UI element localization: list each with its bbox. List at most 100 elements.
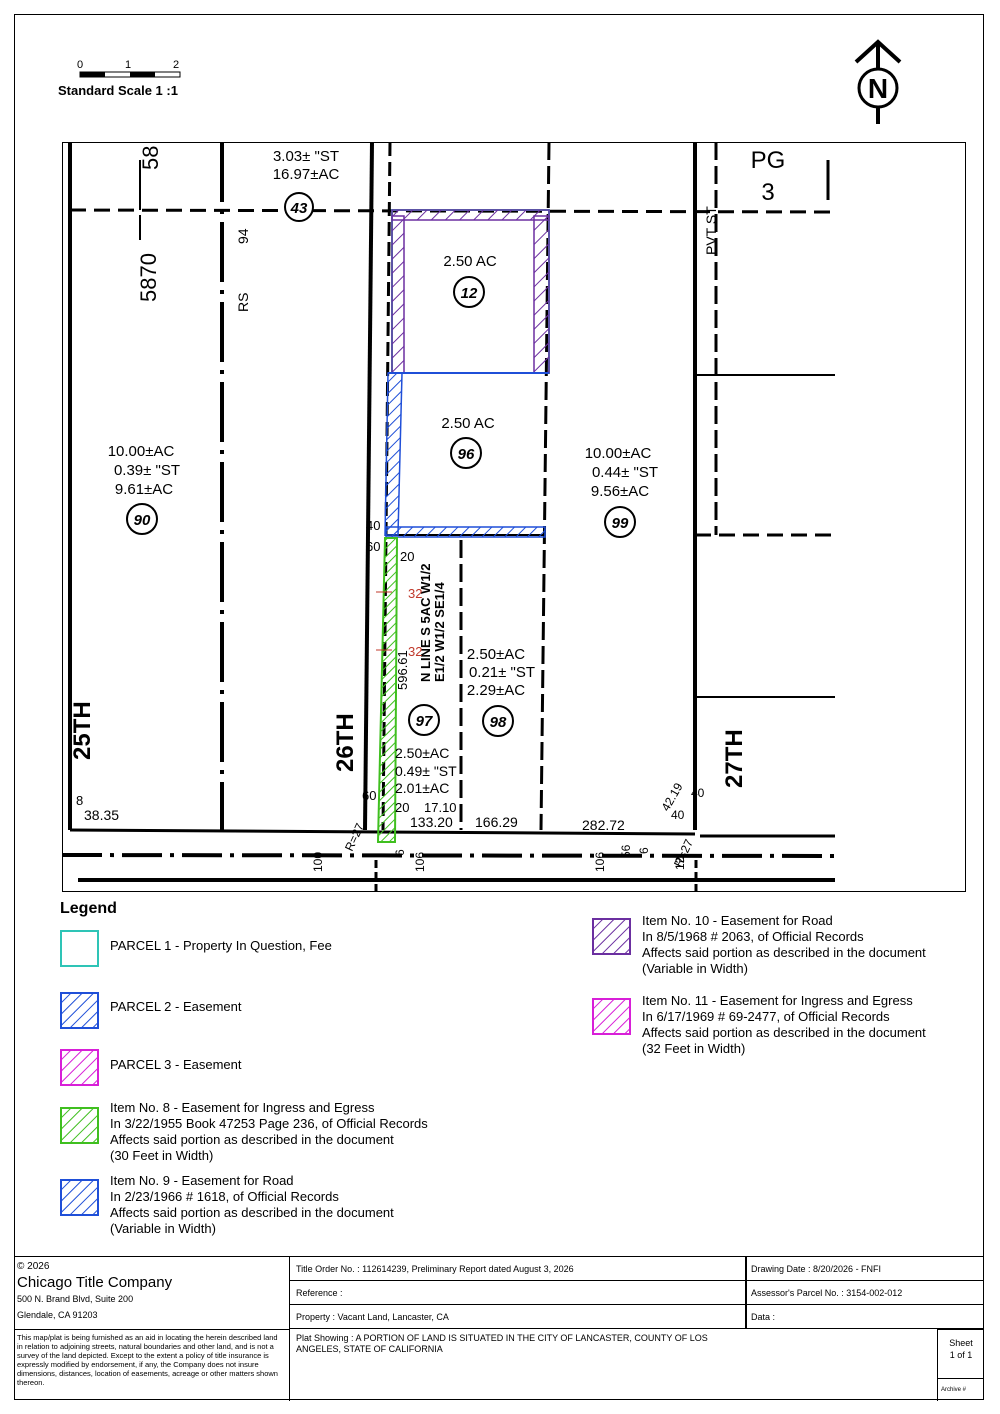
legend-item-11: Item No. 11 - Easement for Ingress and E…: [642, 993, 926, 1056]
map-label: 94: [235, 228, 251, 244]
legend-item-10: Item No. 10 - Easement for Road In 8/5/1…: [642, 913, 926, 976]
map-label: 2.50 AC: [443, 253, 497, 270]
map-label: 9.61±AC: [115, 481, 173, 498]
map-label: 40: [691, 786, 705, 800]
company-address: Glendale, CA 91203: [17, 1310, 98, 1320]
scale-label: Standard Scale 1 :1: [58, 83, 178, 98]
company-name: Chicago Title Company: [17, 1274, 173, 1291]
company-address: 500 N. Brand Blvd, Suite 200: [17, 1294, 134, 1304]
map-label: 0.44± "ST: [592, 464, 658, 481]
map-label: 38.35: [84, 807, 119, 823]
legend-swatch-item-9: [60, 1179, 99, 1216]
sheet-number: 1 of 1: [949, 1350, 973, 1360]
easement-item-10: [391, 215, 405, 374]
map-label: 20: [400, 549, 414, 564]
north-arrow-icon: N: [854, 39, 902, 124]
disclaimer: This map/plat is being furnished as an a…: [17, 1333, 278, 1387]
map-label: RS: [235, 293, 251, 312]
map-label: 60: [362, 788, 376, 803]
map-label: N LINE S 5AC W1/2: [418, 564, 433, 682]
easement-item-9: [384, 372, 403, 536]
easement-item-9-south: [385, 526, 546, 538]
drawing-date: Drawing Date : 8/20/2026 - FNFI: [751, 1264, 882, 1274]
assessor-parcel-number: Assessor's Parcel No. : 3154-002-012: [751, 1288, 903, 1298]
scale-tick: 0: [77, 59, 83, 71]
street-label: 27TH: [721, 729, 748, 788]
map-label: 100: [311, 852, 325, 872]
disclaimer-box: This map/plat is being furnished as an a…: [14, 1329, 290, 1401]
data-cell: Data :: [746, 1305, 984, 1329]
map-label: 2.50±AC: [395, 745, 449, 761]
map-label: 6: [637, 847, 651, 854]
parcel-number: 12: [461, 285, 478, 302]
map-frame: [62, 142, 966, 892]
map-label: 0.49± "ST: [395, 763, 457, 779]
street-label: 26TH: [332, 713, 359, 772]
scale-tick: 2: [173, 59, 179, 71]
lot-lines: [62, 142, 836, 892]
map-label: 3.03± "ST: [273, 148, 339, 165]
reference: Reference :: [296, 1288, 343, 1298]
legend-swatch-item-10: [592, 918, 631, 955]
map-label: 133.20: [410, 814, 453, 830]
map-labels: PG 3 25TH 26TH 27TH PVT ST 5870 58 RS 94…: [69, 146, 785, 872]
map-label: 10.00±AC: [585, 445, 652, 462]
legend-item-parcel-1: PARCEL 1 - Property In Question, Fee: [110, 938, 332, 953]
street-label: PVT ST: [703, 206, 719, 255]
easement-item-10-top: [391, 209, 550, 221]
legend-item-9: Item No. 9 - Easement for Road In 2/23/1…: [110, 1173, 394, 1236]
legend-swatch-parcel-1: [60, 930, 99, 967]
map-label: 2.01±AC: [395, 780, 449, 796]
map-label: 596.61: [395, 650, 410, 690]
map-label: 106: [413, 852, 427, 872]
parcel-number: 97: [416, 713, 433, 730]
north-letter: N: [868, 73, 888, 104]
map-label: 56: [619, 844, 633, 858]
parcel-number: 96: [458, 446, 475, 463]
plat-cell: Plat Showing : A PORTION OF LAND IS SITU…: [290, 1329, 938, 1401]
map-label: R=27: [342, 821, 367, 854]
legend-swatch-parcel-3: [60, 1049, 99, 1086]
scale-bar: 0 1 2: [77, 59, 181, 78]
map-label: 8: [76, 793, 83, 808]
archive-label: Archive #: [941, 1387, 967, 1393]
map-label: 0.39± "ST: [114, 462, 180, 479]
map-label: 0.21± "ST: [469, 664, 535, 681]
parcel-numbers: 43 12 96 90 99 97 98: [126, 192, 636, 737]
map-label: 58: [138, 146, 163, 170]
sheet-cell: Sheet 1 of 1 Archive #: [938, 1329, 984, 1401]
legend-item-parcel-3: PARCEL 3 - Easement: [110, 1057, 242, 1072]
map-label: 5870: [136, 253, 161, 302]
map-label: 17.10: [424, 800, 457, 815]
title-block: © 2026 Chicago Title Company 500 N. Bran…: [14, 1256, 984, 1401]
company-box: © 2026 Chicago Title Company 500 N. Bran…: [14, 1257, 290, 1329]
map-label: 20: [395, 800, 409, 815]
drawing-date-cell: Drawing Date : 8/20/2026 - FNFI: [746, 1257, 984, 1281]
map-label: 2.29±AC: [467, 682, 525, 699]
page-ref: 3: [761, 179, 774, 206]
street-label: 25TH: [69, 701, 96, 760]
map-label: 6: [393, 849, 407, 856]
legend-swatch-item-11: [592, 998, 631, 1035]
map-label: 106: [593, 852, 607, 872]
easement-item-10-east: [533, 215, 550, 374]
sheet-label: Sheet: [949, 1338, 973, 1348]
map-label: 9.56±AC: [591, 483, 649, 500]
property-cell: Property : Vacant Land, Lancaster, CA: [290, 1305, 746, 1329]
legend-swatch-parcel-2: [60, 992, 99, 1029]
map-label: 40: [671, 808, 685, 822]
map-label: 2.50 AC: [441, 415, 495, 432]
parcel-number: 98: [490, 714, 507, 731]
property: Property : Vacant Land, Lancaster, CA: [296, 1312, 449, 1322]
parcel-number: 43: [290, 200, 308, 217]
page-ref: PG: [751, 147, 786, 174]
parcel-number: 99: [612, 515, 629, 532]
plat-map: 43 12 96 90 99 97 98 PG 3 25TH 26TH 27TH…: [62, 142, 836, 892]
legend-swatch-item-8: [60, 1107, 99, 1144]
map-label: 32: [408, 586, 422, 601]
map-label: 40: [366, 518, 380, 533]
map-label: 2.50±AC: [467, 646, 525, 663]
map-label: 282.72: [582, 817, 625, 833]
map-label: 60: [366, 539, 380, 554]
parcel-number: 90: [134, 512, 151, 529]
